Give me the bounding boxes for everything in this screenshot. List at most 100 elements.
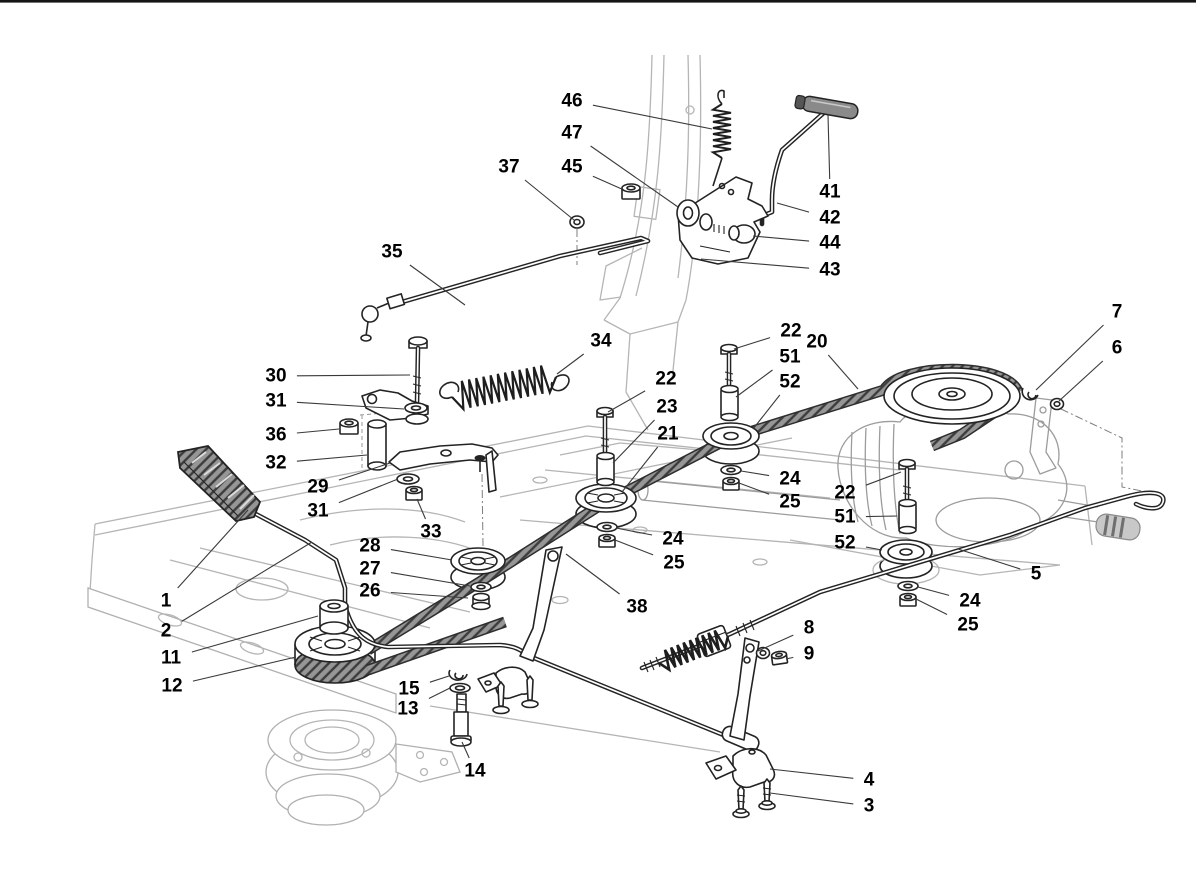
nut-9	[770, 650, 789, 666]
callout-25: 25	[957, 615, 979, 636]
callout-11: 11	[161, 648, 182, 669]
leader-line-51	[865, 515, 898, 518]
bolt-22-spacer-51-upper-stack	[720, 343, 739, 422]
leader-line-20	[827, 354, 859, 390]
callout-4: 4	[864, 770, 875, 791]
leader-line-8	[757, 634, 794, 652]
screws-3	[732, 778, 776, 819]
nut-36	[339, 418, 359, 435]
leader-line-22	[607, 390, 646, 413]
callout-20: 20	[806, 332, 827, 353]
leader-line-25	[738, 482, 770, 495]
callout-12: 12	[161, 676, 182, 697]
lever-grip-41	[794, 94, 859, 120]
springs	[451, 103, 732, 673]
callout-25: 25	[779, 492, 801, 513]
clip-7	[1021, 387, 1039, 401]
leader-line-7	[1035, 324, 1104, 391]
callout-36: 36	[265, 425, 286, 446]
callout-23: 23	[656, 397, 677, 418]
callout-3: 3	[864, 796, 875, 817]
transmission-brake-lever	[1029, 397, 1057, 475]
callout-24: 24	[959, 591, 981, 612]
washer-24-nut-25-under-52-upper	[720, 464, 742, 491]
callout-38: 38	[626, 597, 647, 618]
bracket-43-assembly	[676, 176, 769, 265]
callout-26: 26	[359, 581, 380, 602]
nut-33	[405, 485, 423, 501]
leader-line-27	[390, 572, 471, 587]
parking-lever-rod-42	[759, 94, 859, 227]
clutch-pulley-12	[294, 625, 376, 663]
leader-line-9	[785, 656, 794, 660]
callout-45: 45	[561, 157, 583, 178]
leader-line-46	[592, 104, 713, 130]
leader-line-33	[416, 498, 427, 520]
callout-24: 24	[662, 529, 684, 550]
rods-and-levers	[177, 94, 1166, 752]
brake-pedal-pad-1	[177, 445, 262, 522]
callout-labels: 4647453735414244433430313632293133282726…	[161, 91, 1123, 817]
idler-pulley-28	[450, 547, 506, 575]
rod-clamp-4	[705, 747, 776, 789]
leader-line-38	[565, 553, 620, 595]
leader-line-24	[615, 527, 653, 536]
shoulder-bolt-14	[450, 693, 472, 747]
callout-9: 9	[804, 644, 815, 665]
washer-6	[1049, 397, 1065, 411]
leader-line-32	[296, 454, 368, 462]
bolt-22-spacer-51-lower-stack	[898, 458, 917, 535]
callout-14: 14	[464, 761, 486, 782]
bolt-30	[408, 336, 428, 407]
callout-25: 25	[663, 553, 685, 574]
leader-line-29	[338, 462, 391, 481]
callout-22: 22	[655, 369, 676, 390]
leader-line-30	[296, 374, 411, 377]
leader-line-5	[957, 548, 1021, 570]
callout-33: 33	[420, 522, 441, 543]
nut-45	[621, 183, 641, 200]
frame-deck	[87, 425, 1093, 753]
callout-2: 2	[161, 621, 172, 642]
idler-pulley-21	[575, 483, 637, 513]
idler-pulley-52-lower	[879, 539, 933, 565]
leader-line-22	[865, 471, 902, 486]
callout-31: 31	[307, 501, 329, 522]
callout-32: 32	[265, 453, 286, 474]
callout-43: 43	[819, 260, 840, 281]
callout-7: 7	[1112, 302, 1123, 323]
leader-line-26	[390, 591, 469, 599]
leader-line-31	[338, 478, 399, 504]
callout-27: 27	[359, 559, 380, 580]
leader-line-37	[524, 179, 575, 221]
leader-line-3	[769, 792, 854, 805]
leader-line-51	[735, 369, 773, 398]
washer-13	[449, 682, 471, 694]
callout-5: 5	[1031, 564, 1042, 585]
leader-line-42	[776, 202, 810, 213]
brake-rod-35	[360, 235, 651, 342]
leader-line-45	[592, 175, 625, 191]
leader-line-31	[296, 401, 405, 410]
brake-rod-5	[639, 490, 1166, 673]
leader-line-12	[192, 656, 297, 682]
brake-spring	[658, 629, 730, 673]
bolt-22-spacer-23-stack	[596, 406, 615, 487]
leader-line-23	[612, 419, 655, 464]
callout-34: 34	[590, 331, 612, 352]
leader-line-34	[556, 353, 585, 375]
pulleys	[294, 367, 1021, 663]
callout-35: 35	[381, 242, 403, 263]
callout-24: 24	[779, 469, 801, 490]
callout-28: 28	[359, 536, 380, 557]
leader-line-15	[429, 675, 450, 683]
leader-line-2	[181, 541, 313, 622]
callout-22: 22	[834, 483, 855, 504]
leader-line-28	[390, 549, 453, 561]
washer-24-nut-25-under-21	[596, 521, 618, 548]
callout-21: 21	[657, 424, 679, 445]
callout-1: 1	[161, 591, 172, 612]
callout-42: 42	[819, 208, 840, 229]
callout-15: 15	[398, 679, 420, 700]
leader-line-13	[428, 687, 451, 699]
